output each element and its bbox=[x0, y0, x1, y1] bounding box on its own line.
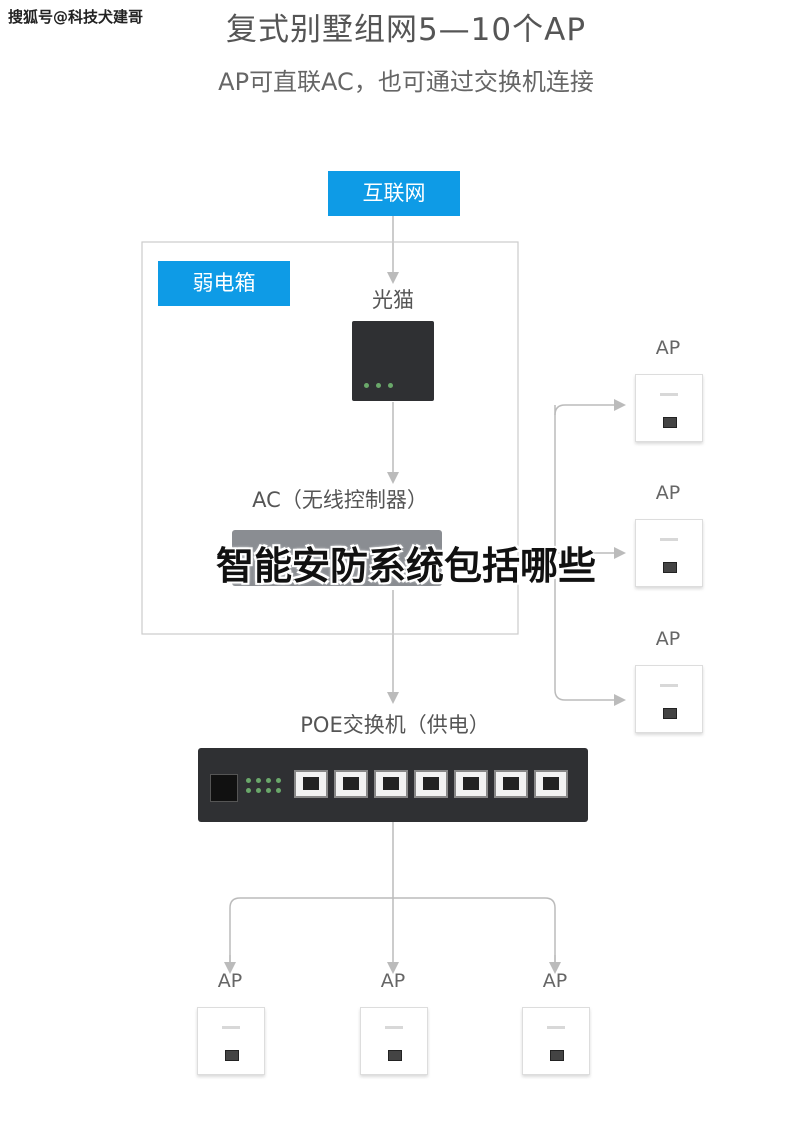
ap-device-right-1 bbox=[635, 374, 703, 442]
ap-label-right-3: AP bbox=[655, 628, 681, 650]
modem-device bbox=[352, 321, 434, 401]
poe-label: POE交换机（供电） bbox=[300, 713, 490, 737]
ethernet-port bbox=[534, 770, 568, 798]
ap-device-bottom-1 bbox=[197, 1007, 265, 1075]
ap-device-right-3 bbox=[635, 665, 703, 733]
modem-label: 光猫 bbox=[372, 288, 414, 312]
diagram-title: 复式别墅组网5—10个AP bbox=[225, 12, 587, 48]
power-port bbox=[210, 774, 238, 802]
ap-label-bottom-3: AP bbox=[542, 970, 568, 992]
weak-box-frame bbox=[141, 241, 519, 635]
watermark: 搜狐号@科技犬建哥 bbox=[8, 8, 144, 26]
ap-device-bottom-2 bbox=[360, 1007, 428, 1075]
ap-device-right-2 bbox=[635, 519, 703, 587]
ethernet-port bbox=[414, 770, 448, 798]
ethernet-port bbox=[374, 770, 408, 798]
ap-label-right-1: AP bbox=[655, 337, 681, 359]
ethernet-port bbox=[334, 770, 368, 798]
ap-label-bottom-1: AP bbox=[217, 970, 243, 992]
internet-node: 互联网 bbox=[328, 171, 460, 216]
poe-switch-device bbox=[198, 748, 588, 822]
diagram-subtitle: AP可直联AC，也可通过交换机连接 bbox=[218, 68, 594, 96]
ap-device-bottom-3 bbox=[522, 1007, 590, 1075]
ap-label-bottom-2: AP bbox=[380, 970, 406, 992]
ethernet-port bbox=[294, 770, 328, 798]
overlay-caption: 智能安防系统包括哪些 bbox=[215, 544, 596, 588]
ethernet-port bbox=[454, 770, 488, 798]
ac-label: AC（无线控制器） bbox=[252, 488, 428, 512]
ap-label-right-2: AP bbox=[655, 482, 681, 504]
weak-box-label: 弱电箱 bbox=[158, 261, 290, 306]
ac-device bbox=[232, 530, 442, 586]
ethernet-port bbox=[494, 770, 528, 798]
